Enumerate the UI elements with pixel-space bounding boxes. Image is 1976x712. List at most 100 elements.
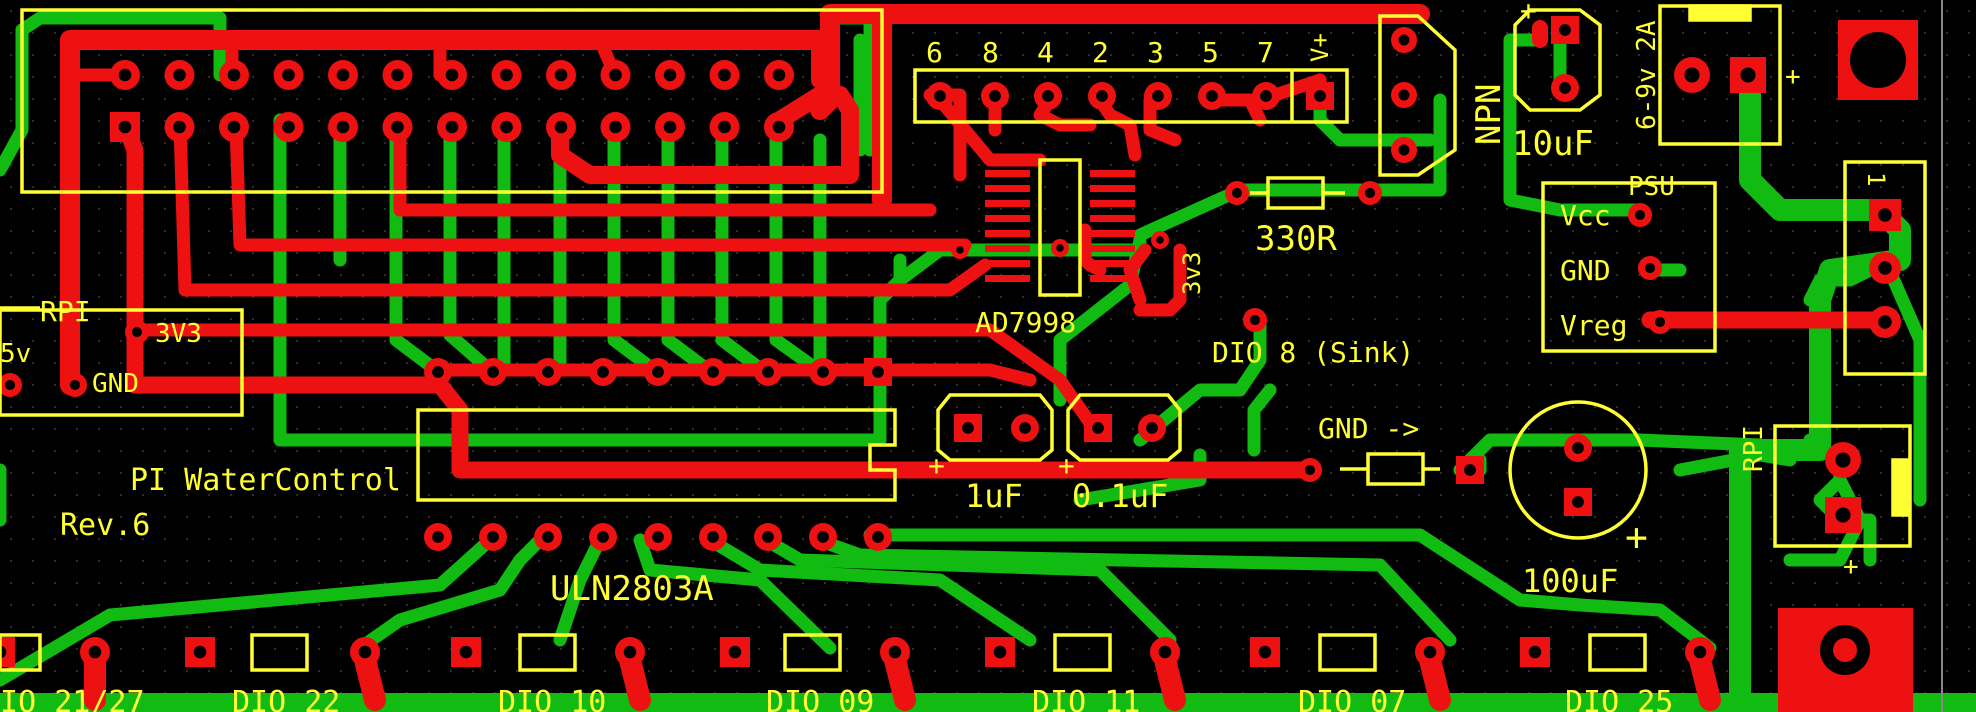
cap-pad bbox=[1551, 16, 1579, 44]
red-trace bbox=[433, 363, 1037, 387]
uln2803a-pad bbox=[754, 358, 782, 386]
ad7998-name: AD7998 bbox=[975, 306, 1076, 339]
smd-pad bbox=[985, 215, 1030, 222]
ad7998-pin-label: 7 bbox=[1257, 36, 1274, 69]
cap-pad bbox=[1138, 414, 1166, 442]
gpio-pad bbox=[328, 112, 358, 142]
rpi-pin-gnd: GND bbox=[92, 369, 139, 399]
red-trace bbox=[1123, 243, 1152, 307]
connector-j1-outline bbox=[1843, 160, 1927, 376]
ad7998-supply-label: 3v3 bbox=[1178, 252, 1206, 295]
red-trace bbox=[551, 86, 859, 184]
rpi-power-header-outline bbox=[0, 308, 244, 417]
j1-pad bbox=[1869, 252, 1901, 284]
gpio-pad bbox=[655, 60, 685, 90]
smd-pad bbox=[1090, 260, 1135, 267]
ad7998-pin-header-outline bbox=[913, 68, 1349, 124]
power-input-polarity: + bbox=[1785, 62, 1801, 92]
j1-pad bbox=[1869, 306, 1901, 338]
rpi-pin-3v3: 3V3 bbox=[155, 319, 202, 349]
smd-pad bbox=[985, 200, 1030, 207]
resistor-pad bbox=[1150, 637, 1180, 667]
ad7998-header-pad bbox=[1144, 82, 1172, 110]
ad7998-header-pad bbox=[926, 82, 954, 110]
rpi-header-label: RPI bbox=[40, 295, 91, 328]
green-trace bbox=[0, 533, 497, 687]
via bbox=[951, 241, 969, 259]
uln2803a-pad bbox=[534, 523, 562, 551]
cap-01uf-value: 0.1uF bbox=[1072, 477, 1168, 515]
gpio-pad bbox=[164, 60, 195, 90]
gpio-pad bbox=[382, 60, 413, 90]
cap-100uf-outline bbox=[1508, 400, 1648, 540]
npn-pad bbox=[1391, 137, 1417, 163]
ad7998-body-outline bbox=[1038, 158, 1082, 297]
cap-pad bbox=[1551, 74, 1579, 102]
red-trace bbox=[1143, 93, 1182, 147]
cap-10uf-polarity: + bbox=[1520, 0, 1537, 27]
dio-label: DIO 21/27 bbox=[0, 685, 145, 712]
dio8-label: DIO 8 (Sink) bbox=[1212, 336, 1414, 369]
smd-pad bbox=[1090, 200, 1135, 207]
gpio-pad bbox=[219, 112, 249, 142]
ad7998-header-pad bbox=[1198, 82, 1226, 110]
green-trace bbox=[1673, 448, 1797, 477]
gpio-pad bbox=[382, 112, 413, 142]
smd-pad bbox=[985, 185, 1030, 192]
red-trace bbox=[1078, 223, 1107, 277]
resistor-pad bbox=[1415, 637, 1445, 667]
uln2803a-pad bbox=[644, 358, 672, 386]
green-trace bbox=[1247, 383, 1277, 457]
ad7998-pin-label: 2 bbox=[1092, 36, 1109, 69]
green-trace bbox=[863, 528, 1717, 655]
gpio-pad bbox=[709, 60, 740, 90]
smd-pad bbox=[1090, 230, 1135, 237]
gpio-pad bbox=[764, 112, 794, 142]
smd-pad bbox=[985, 230, 1030, 237]
mounting-hole bbox=[1850, 32, 1906, 88]
cap-pad bbox=[1564, 434, 1592, 462]
smd-pad bbox=[1090, 215, 1135, 222]
dio-label: DIO 11 bbox=[1032, 685, 1140, 712]
mounting-hole-ring bbox=[1833, 638, 1857, 662]
uln2803a-pad bbox=[479, 358, 507, 386]
rpi-power-polarity: + bbox=[1843, 552, 1859, 582]
smd-pad bbox=[1090, 170, 1135, 177]
green-trace bbox=[811, 533, 1457, 647]
ad7998-pin-label: 4 bbox=[1037, 36, 1054, 69]
cap-100uf-polarity: + bbox=[1625, 515, 1648, 559]
gpio-pad bbox=[764, 60, 794, 90]
rpi-pad bbox=[0, 373, 22, 397]
dio-label: DIO 07 bbox=[1298, 685, 1406, 712]
uln2803a-pad bbox=[644, 523, 672, 551]
ad7998-pin-label: 3 bbox=[1147, 36, 1164, 69]
uln2803a-name: ULN2803A bbox=[550, 569, 714, 609]
psu-pad bbox=[1648, 310, 1672, 334]
cap-pad bbox=[1564, 488, 1592, 516]
resistor-pad bbox=[0, 637, 15, 667]
smd-pad bbox=[985, 275, 1030, 282]
rpi-pin-5v: 5v bbox=[0, 339, 31, 369]
uln2803a-pad bbox=[699, 523, 727, 551]
cap-1uf-outline bbox=[936, 393, 1054, 462]
green-trace bbox=[769, 118, 825, 377]
resistor-outline bbox=[518, 633, 577, 672]
uln2803a-pad bbox=[699, 358, 727, 386]
green-trace bbox=[607, 118, 661, 377]
gpio-pad bbox=[546, 60, 576, 90]
resistor-outline bbox=[0, 633, 42, 672]
j1-pad bbox=[1869, 199, 1901, 231]
cap-pad bbox=[954, 414, 982, 442]
green-trace bbox=[353, 533, 547, 655]
ad7998-pin-label: 6 bbox=[926, 36, 943, 69]
uln2803a-outline bbox=[416, 408, 897, 502]
power-pad bbox=[1674, 57, 1710, 93]
connector-j1-pin1-label: 1 bbox=[1862, 172, 1890, 186]
gpio-pad bbox=[600, 60, 631, 90]
resistor-pad bbox=[185, 637, 215, 667]
red-trace bbox=[229, 118, 972, 252]
uln2803a-pad bbox=[809, 358, 837, 386]
resistor-pad bbox=[1456, 456, 1484, 484]
red-trace bbox=[933, 93, 1047, 167]
